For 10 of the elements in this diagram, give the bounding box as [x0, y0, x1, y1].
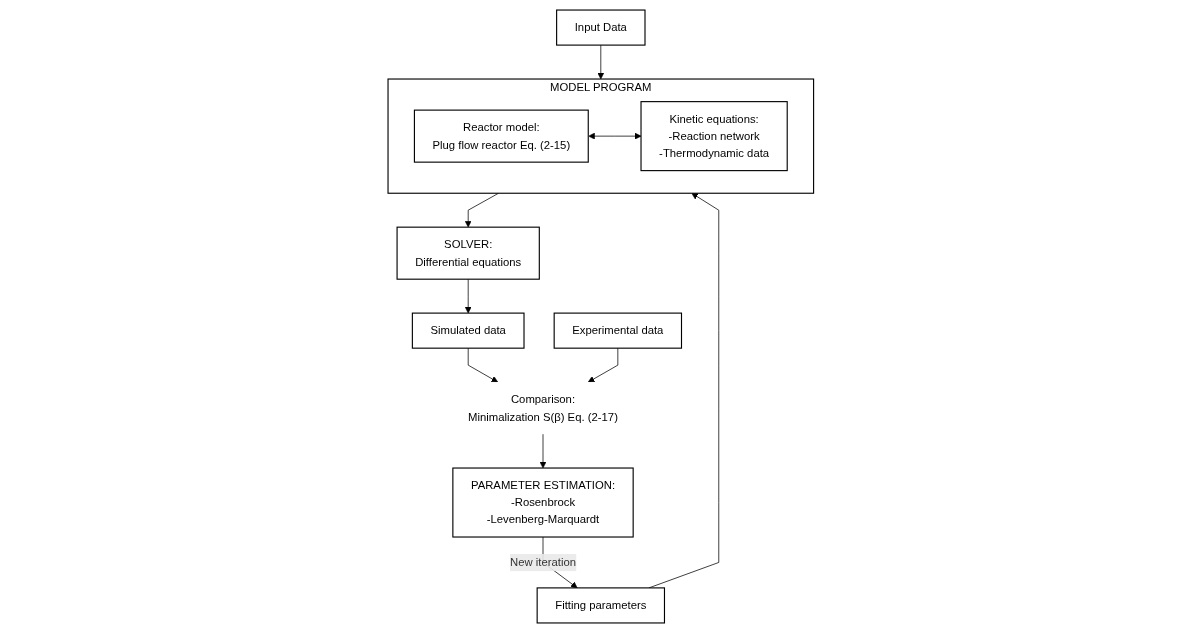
- node-box: SOLVER: Differential equations: [396, 226, 541, 280]
- node-box: Simulated data: [412, 312, 525, 349]
- node-box: Kinetic equations: -Reaction network -Thermodynamic data: [640, 101, 788, 172]
- node-box: Experimental data: [553, 312, 683, 349]
- node-text: Comparison: Minimalization S(β) Eq. (2-17): [468, 392, 619, 423]
- node-box: Input Data: [556, 9, 646, 46]
- node-box: Fitting parameters: [536, 587, 666, 624]
- node-box: Reactor model: Plug flow reactor Eq. (2-15): [414, 109, 589, 163]
- node-box: PARAMETER ESTIMATION: -Rosenbrock -Levenberg-Marquardt: [452, 467, 634, 538]
- edge-label: New iteration: [510, 555, 577, 569]
